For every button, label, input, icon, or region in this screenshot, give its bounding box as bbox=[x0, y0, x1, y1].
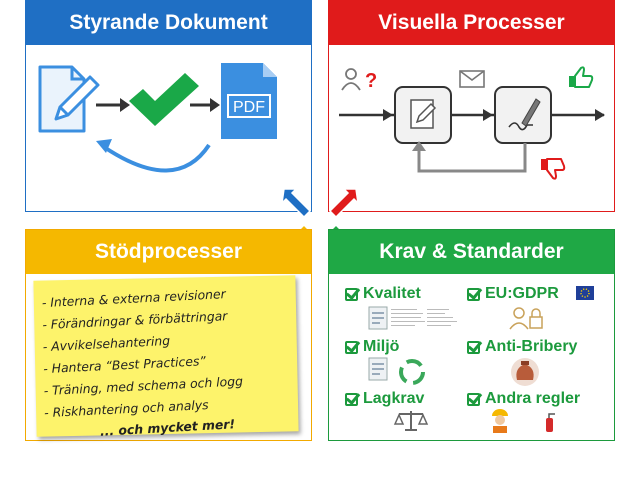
pdf-label: PDF bbox=[233, 99, 265, 116]
stod-title: Stödprocesser bbox=[94, 240, 243, 263]
recycle-icon bbox=[399, 359, 425, 385]
checkbox-icon bbox=[345, 287, 358, 301]
styrande-header: Styrande Dokument bbox=[26, 1, 311, 45]
pdf-document-icon: PDF bbox=[221, 63, 277, 139]
checkbox-icon bbox=[467, 340, 480, 354]
return-arrow-icon bbox=[96, 139, 211, 173]
edit-step-icon bbox=[394, 86, 452, 144]
checkbox-icon bbox=[467, 392, 480, 406]
document-thumbnail-icon bbox=[368, 357, 388, 381]
checkmark-icon bbox=[129, 73, 199, 126]
requirement-label: Andra regler bbox=[485, 390, 581, 407]
flow-arrow-2 bbox=[190, 98, 220, 112]
document-thumbnail-icon bbox=[368, 306, 457, 330]
checkbox-icon bbox=[345, 392, 358, 406]
thumbs-down-icon bbox=[541, 158, 566, 180]
sticky-note: - Interna & externa revisioner - Förändr… bbox=[33, 275, 299, 439]
worker-icon bbox=[492, 409, 508, 433]
feedback-loop-arrow bbox=[417, 143, 527, 173]
quadrant-stodprocesser: Stödprocesser - Interna & externa revisi… bbox=[25, 229, 312, 441]
requirement-eu-gdpr: EU:GDPR bbox=[467, 285, 559, 303]
requirement-label: EU:GDPR bbox=[485, 285, 559, 302]
scales-icon bbox=[393, 411, 429, 431]
requirement-andra-regler: Andra regler bbox=[467, 390, 580, 408]
edit-document-icon bbox=[38, 65, 100, 133]
checkbox-icon bbox=[467, 287, 480, 301]
requirement-miljo: Miljö bbox=[345, 338, 399, 356]
svg-text:?: ? bbox=[365, 70, 377, 92]
requirement-anti-bribery: Anti-Bribery bbox=[467, 338, 577, 356]
styrande-title: Styrande Dokument bbox=[69, 11, 268, 34]
krav-title: Krav & Standarder bbox=[379, 240, 564, 263]
support-process-list: - Interna & externa revisioner - Förändr… bbox=[33, 275, 298, 420]
process-flow-diagram: ? bbox=[339, 66, 605, 180]
requirement-label: Anti-Bribery bbox=[485, 338, 578, 355]
visuella-title: Visuella Processer bbox=[378, 11, 565, 34]
user-question-icon: ? bbox=[341, 68, 377, 92]
fire-extinguisher-icon bbox=[546, 413, 555, 432]
requirement-label: Kvalitet bbox=[363, 285, 421, 302]
checkbox-icon bbox=[345, 340, 358, 354]
flow-arrow-1 bbox=[96, 98, 130, 112]
stod-header: Stödprocesser bbox=[26, 230, 311, 274]
quadrant-krav-standarder: Krav & Standarder Kvalitet EU:GDPR Miljö… bbox=[328, 229, 615, 441]
requirement-label: Miljö bbox=[363, 338, 400, 355]
krav-header: Krav & Standarder bbox=[329, 230, 614, 274]
requirement-kvalitet: Kvalitet bbox=[345, 285, 421, 303]
requirement-lagkrav: Lagkrav bbox=[345, 390, 424, 408]
signature-step-icon bbox=[494, 86, 552, 144]
quadrant-visuella-processer: Visuella Processer ? bbox=[328, 0, 615, 212]
visuella-header: Visuella Processer bbox=[329, 1, 614, 45]
center-arrow-red bbox=[328, 188, 360, 219]
money-bag-icon bbox=[511, 358, 539, 386]
lock-user-icon bbox=[509, 307, 543, 330]
quadrant-styrande-dokument: Styrande Dokument PDF bbox=[25, 0, 312, 212]
center-arrow-blue bbox=[280, 188, 312, 219]
standards-icons bbox=[368, 286, 594, 433]
eu-flag-icon bbox=[576, 286, 594, 300]
requirement-label: Lagkrav bbox=[363, 390, 425, 407]
document-flow-diagram: PDF bbox=[38, 63, 277, 173]
envelope-icon bbox=[459, 70, 485, 88]
thumbs-up-icon bbox=[569, 66, 594, 88]
